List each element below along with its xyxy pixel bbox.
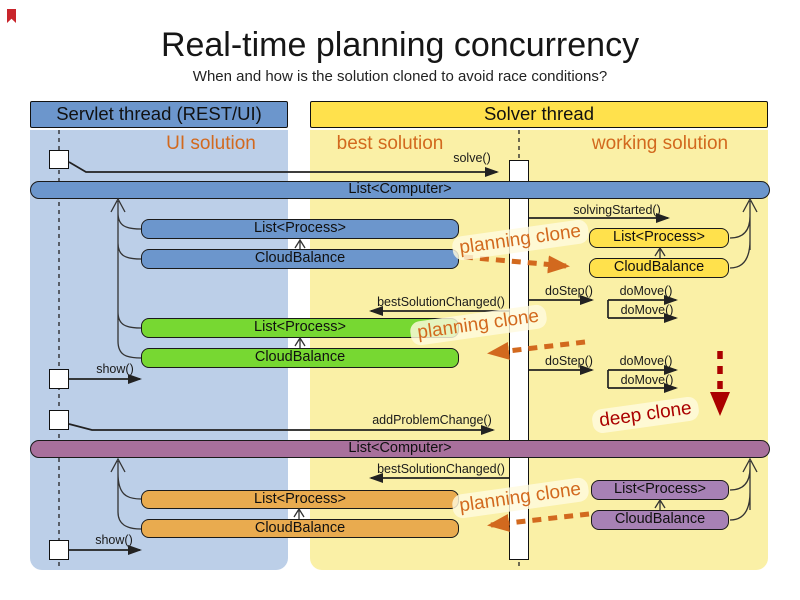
- page-subtitle: When and how is the solution cloned to a…: [192, 68, 608, 85]
- solve-label: solve(): [453, 151, 491, 165]
- servlet-thread-header: Servlet thread (REST/UI): [30, 101, 288, 128]
- green-box-up-arrow: [294, 336, 306, 348]
- do-step-label-1: doStep(): [545, 284, 593, 298]
- show-label-2: show(): [95, 533, 133, 547]
- working-solution-cloud-balance-2: CloudBalance: [591, 510, 729, 530]
- show-label-1: show(): [96, 362, 134, 376]
- servlet-activation-show-1: [49, 369, 69, 389]
- list-computer-bar-bottom: List<Computer>: [30, 440, 770, 458]
- do-move-label-1: doMove(): [619, 284, 673, 298]
- solving-started-label: solvingStarted(): [573, 203, 661, 217]
- list-computer-bar-top: List<Computer>: [30, 181, 770, 199]
- best-solution-label: best solution: [336, 133, 444, 154]
- working-solution-list-process: List<Process>: [589, 228, 729, 248]
- working-solution-list-process-2: List<Process>: [591, 480, 729, 500]
- solver-thread-header: Solver thread: [310, 101, 768, 128]
- page-title: Real-time planning concurrency: [160, 26, 640, 64]
- ui-solution-cloud-balance: CloudBalance: [141, 249, 459, 269]
- servlet-activation-show-2: [49, 540, 69, 560]
- best-solution-changed-label-1: bestSolutionChanged(): [377, 295, 505, 309]
- ui-solution-list-process: List<Process>: [141, 219, 459, 239]
- working-solution-label: working solution: [591, 133, 729, 154]
- bookmark-icon: [7, 9, 16, 23]
- add-problem-change-label: addProblemChange(): [372, 413, 492, 427]
- servlet-activation-add-problem-change: [49, 410, 69, 430]
- best-solution-cloud-balance-2: CloudBalance: [141, 519, 459, 538]
- blue-box-up-arrow: [294, 238, 306, 249]
- servlet-activation-solve: [49, 150, 69, 169]
- best-solution-changed-label-2: bestSolutionChanged(): [377, 462, 505, 476]
- ui-solution-label: UI solution: [166, 133, 256, 154]
- working-solution-cloud-balance: CloudBalance: [589, 258, 729, 278]
- best-solution-list-process-1: List<Process>: [141, 318, 459, 338]
- do-move-label-4: doMove(): [620, 373, 674, 387]
- do-step-label-2: doStep(): [545, 354, 593, 368]
- do-move-label-2: doMove(): [620, 303, 674, 317]
- do-move-label-3: doMove(): [619, 354, 673, 368]
- best-solution-cloud-balance-1: CloudBalance: [141, 348, 459, 368]
- best-solution-list-process-2: List<Process>: [141, 490, 459, 509]
- orange-box-up-arrow: [293, 507, 305, 519]
